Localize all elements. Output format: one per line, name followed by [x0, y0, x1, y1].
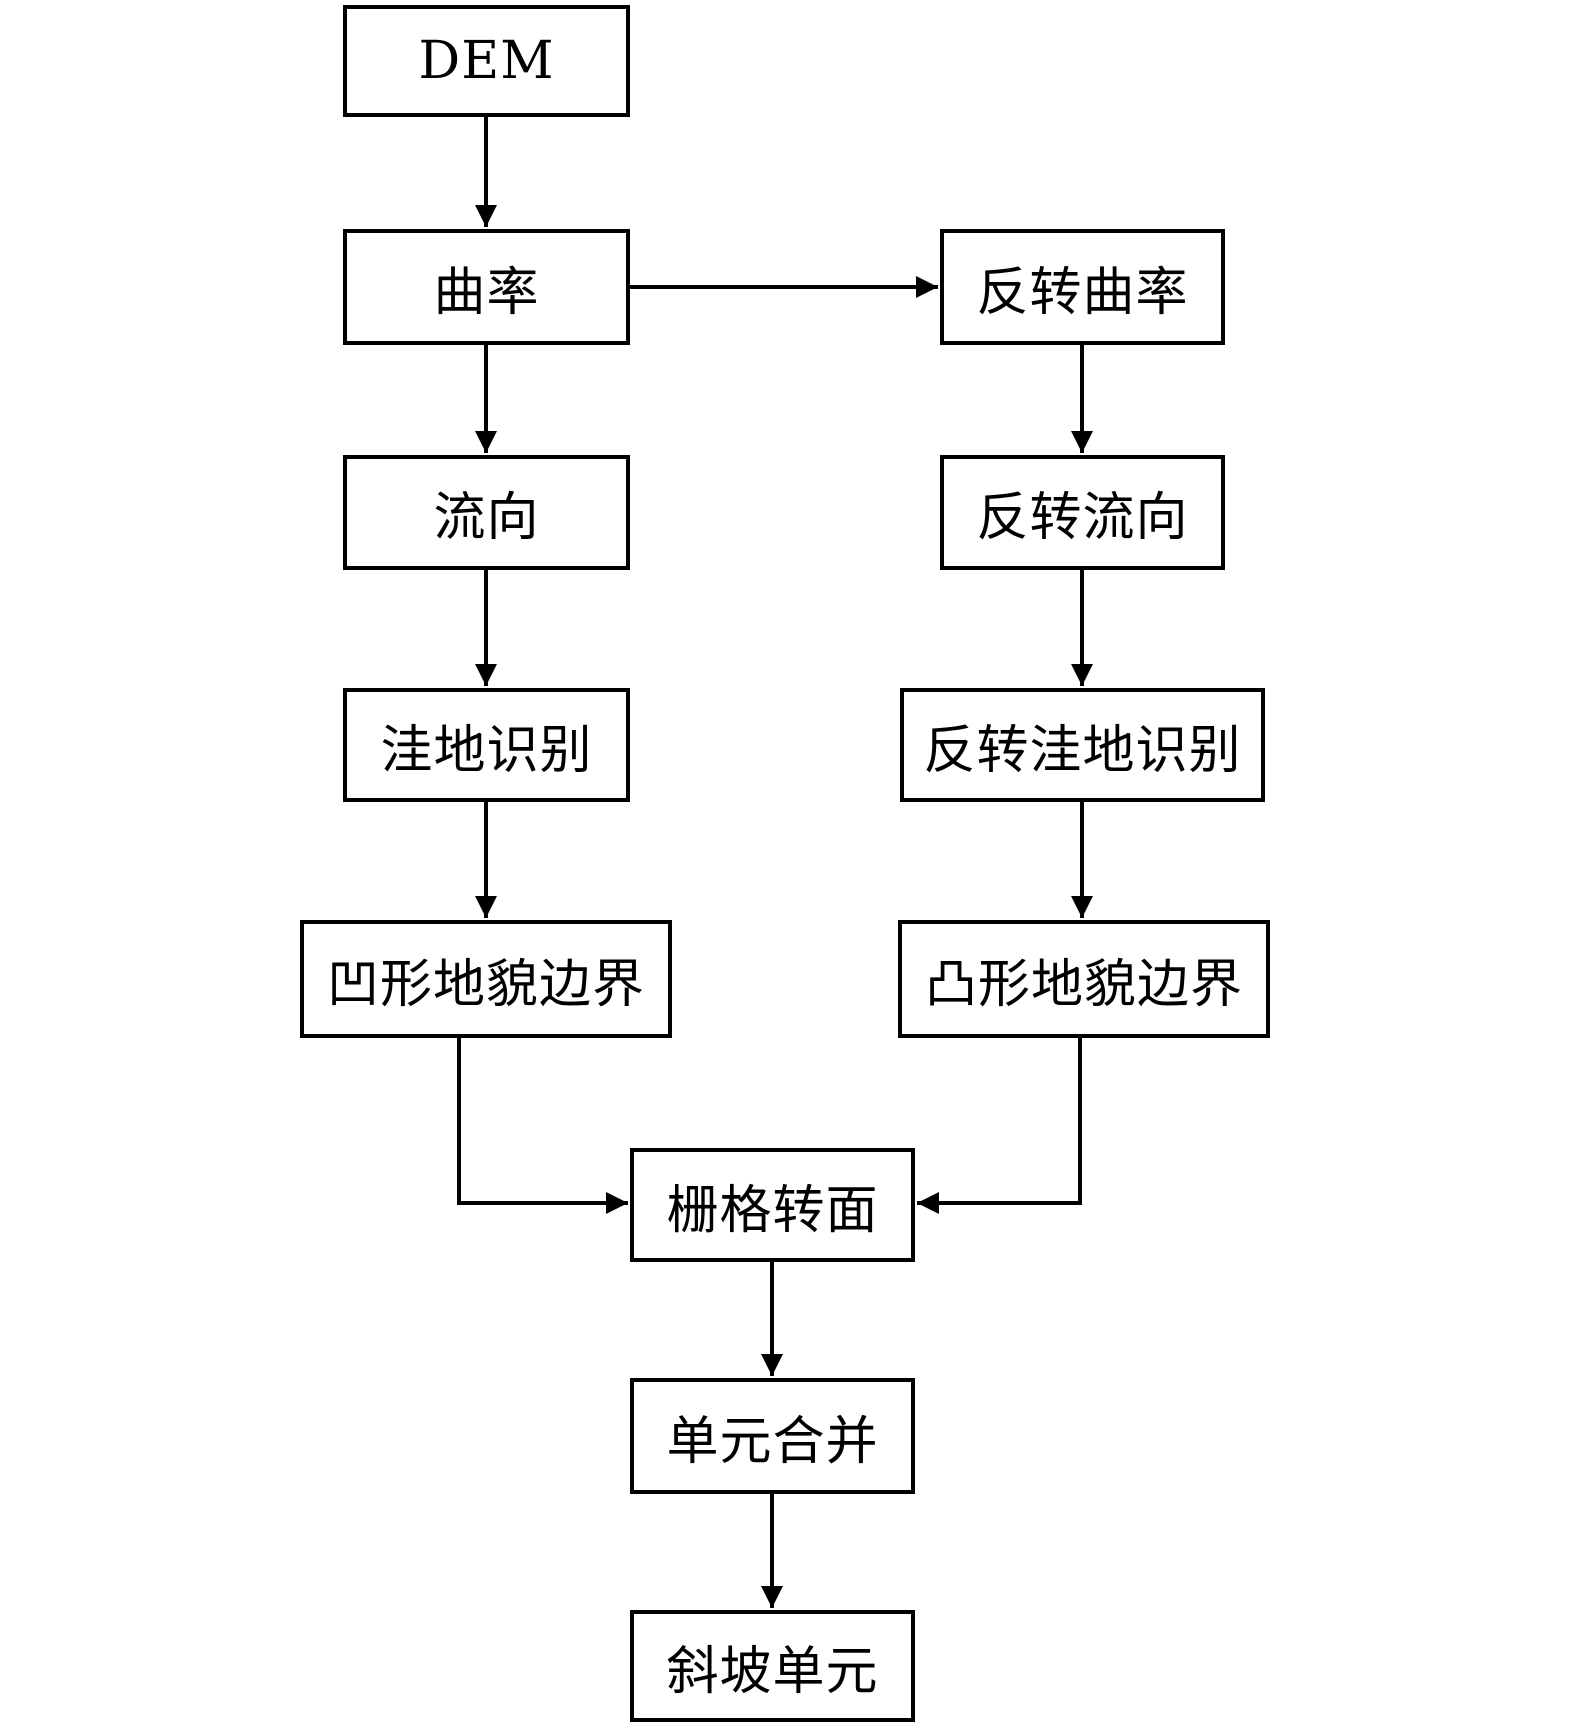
node-depression-identification: 洼地识别 [343, 688, 630, 802]
node-flow-direction: 流向 [343, 455, 630, 570]
node-inverted-curvature: 反转曲率 [940, 229, 1225, 345]
node-raster-to-polygon: 栅格转面 [630, 1148, 915, 1262]
node-dem: DEM [343, 5, 630, 117]
node-curvature: 曲率 [343, 229, 630, 345]
node-slope-unit: 斜坡单元 [630, 1610, 915, 1722]
node-inverted-flow-direction: 反转流向 [940, 455, 1225, 570]
node-concave-landform-boundary: 凹形地貌边界 [300, 920, 672, 1038]
node-inverted-depression-identification: 反转洼地识别 [900, 688, 1265, 802]
node-unit-merging: 单元合并 [630, 1378, 915, 1494]
edge-convex-raster [917, 1038, 1082, 1214]
node-convex-landform-boundary: 凸形地貌边界 [898, 920, 1270, 1038]
edge-concave-raster [457, 1038, 628, 1214]
